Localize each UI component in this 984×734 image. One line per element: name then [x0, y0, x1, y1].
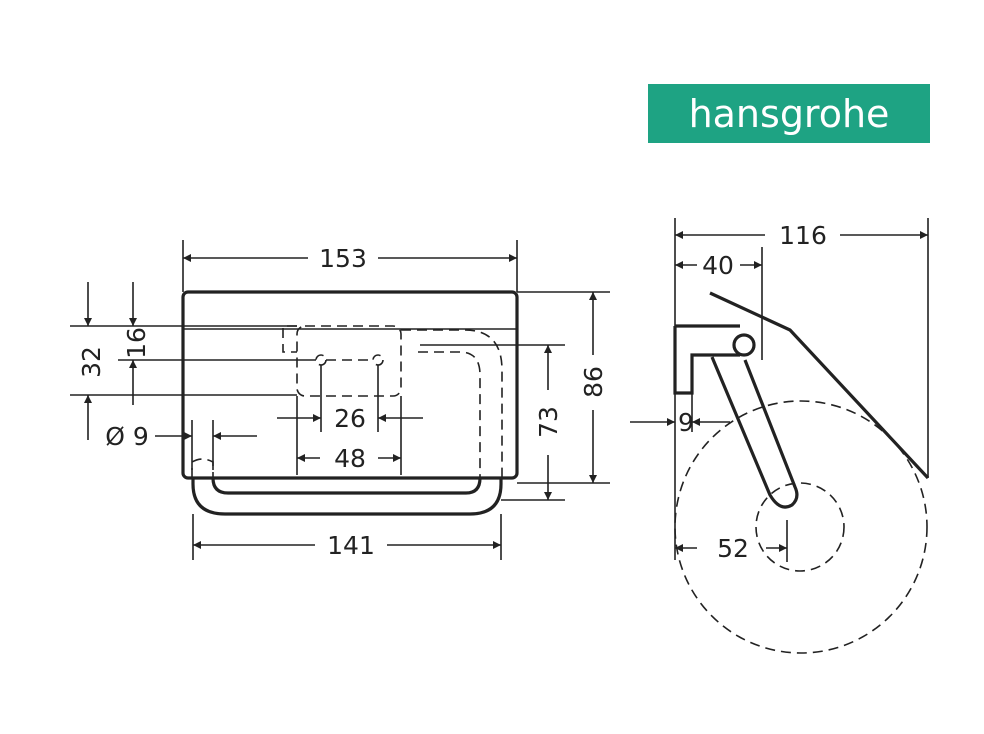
dim-153-label: 153 [319, 244, 367, 273]
roll-arm [710, 356, 799, 509]
dim-52-label: 52 [717, 534, 749, 563]
dim-9-label: 9 [678, 408, 694, 437]
front-view: 153 141 32 16 26 48 Ø 9 73 86 [70, 240, 610, 560]
mounting-plate-hidden [296, 325, 402, 397]
dim-73-label: 73 [534, 406, 563, 438]
roll-bar-inner [211, 477, 482, 495]
side-view: 116 40 9 52 [630, 218, 930, 654]
dim-16-label: 16 [122, 327, 151, 359]
dim-141-label: 141 [327, 531, 375, 560]
dim-diameter-label: Ø 9 [105, 422, 149, 451]
paper-roll-core-hidden [755, 482, 845, 572]
holder-body-outline [181, 290, 519, 480]
plate-tab-hidden [282, 325, 297, 353]
dim-26-label: 26 [334, 404, 366, 433]
logo-text: hansgrohe [689, 92, 890, 136]
dim-86-label: 86 [579, 366, 608, 398]
cover-outline [709, 291, 930, 480]
hinge-pin [732, 333, 756, 357]
paper-roll-full-hidden [674, 400, 928, 654]
arm-hidden-outer [401, 329, 503, 478]
mount-hole-left [315, 354, 327, 366]
arm-hidden-inner [418, 351, 481, 478]
hansgrohe-logo: hansgrohe [648, 84, 930, 143]
roll-bar-outer [191, 478, 503, 516]
dim-116-label: 116 [779, 221, 827, 250]
bracket-outline [673, 324, 740, 395]
dim-32-label: 32 [77, 346, 106, 378]
mount-hole-right [372, 354, 384, 366]
dim-40-label: 40 [702, 251, 734, 280]
dim-48-label: 48 [334, 444, 366, 473]
hole-hidden [191, 458, 214, 478]
